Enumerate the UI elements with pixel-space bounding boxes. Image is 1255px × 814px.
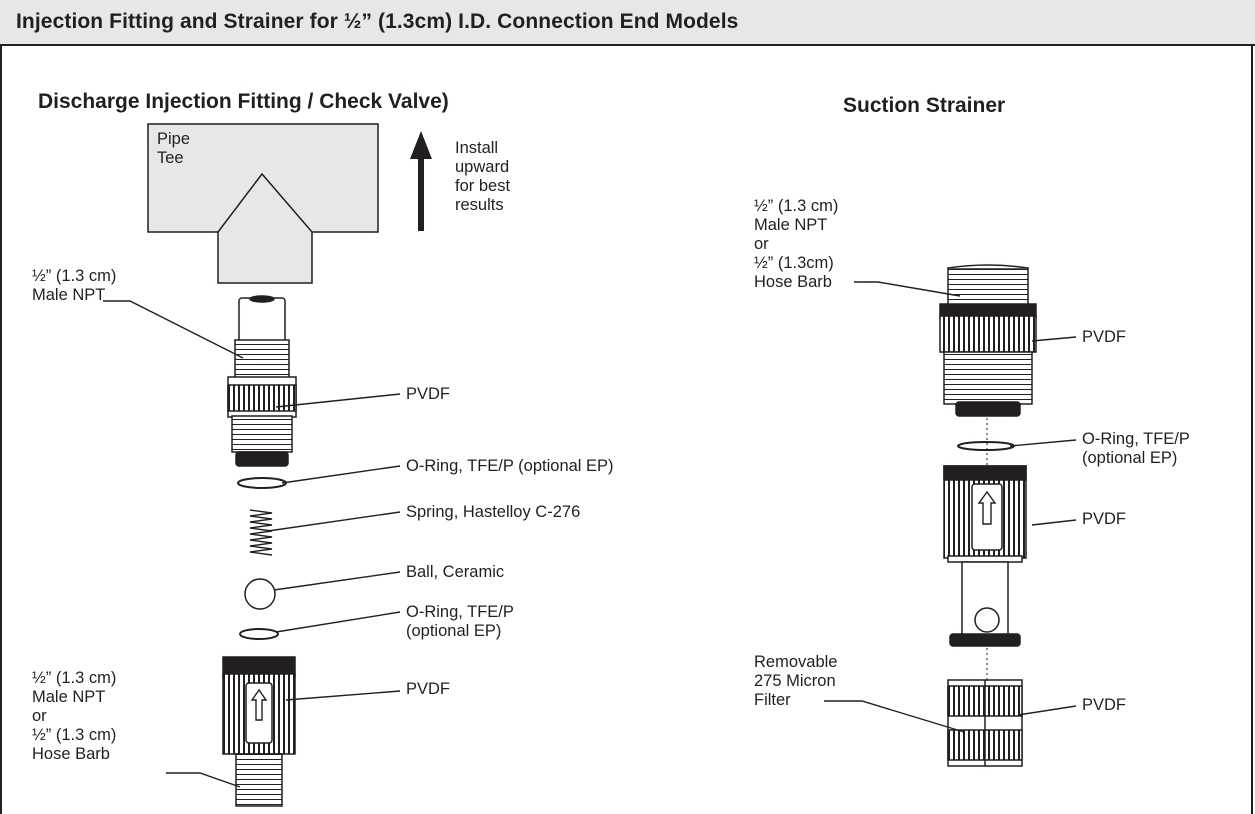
bottom-connection-label: ½” (1.3 cm) Male NPT or ½” (1.3 cm) Hose… xyxy=(32,669,117,763)
discharge-leader-lines xyxy=(103,300,401,788)
spring-label: Spring, Hastelloy C-276 xyxy=(406,503,581,521)
pipe-tee-label: Pipe Tee xyxy=(157,130,191,167)
o-ring-top-label: O-Ring, TFE/P (optional EP) xyxy=(406,457,614,475)
pipe-tee xyxy=(147,123,379,284)
pvdf-label-top: PVDF xyxy=(406,385,451,403)
discharge-section-title: Discharge Injection Fitting / Check Valv… xyxy=(38,90,449,113)
suction-section-title: Suction Strainer xyxy=(843,94,1006,117)
strainer-connection-label: ½” (1.3 cm) Male NPT or ½” (1.3cm) Hose … xyxy=(754,197,839,291)
filter-cage xyxy=(947,679,1023,767)
ball-label: Ball, Ceramic xyxy=(406,563,505,581)
upward-arrow-icon xyxy=(410,131,432,231)
strainer-o-ring-label: O-Ring, TFE/P (optional EP) xyxy=(1082,430,1190,467)
ceramic-ball xyxy=(244,578,276,610)
filter-label: Removable 275 Micron Filter xyxy=(754,653,838,709)
male-npt-label: ½” (1.3 cm) Male NPT xyxy=(32,267,117,304)
strainer-o-ring xyxy=(957,441,1015,451)
spring-icon xyxy=(249,509,273,556)
filter-stem xyxy=(949,561,1021,647)
suction-leader-lines xyxy=(824,281,1077,733)
page-title: Injection Fitting and Strainer for ½” (1… xyxy=(16,10,739,33)
bottom-connector-nut xyxy=(222,656,296,807)
strainer-pvdf-bottom-label: PVDF xyxy=(1082,696,1127,714)
strainer-pvdf-mid-label: PVDF xyxy=(1082,510,1127,528)
pvdf-label-bottom: PVDF xyxy=(406,680,451,698)
strainer-connector xyxy=(939,264,1037,417)
o-ring-top xyxy=(237,477,287,489)
header-bar: Injection Fitting and Strainer for ½” (1… xyxy=(0,0,1255,46)
injection-fitting-body xyxy=(227,295,297,467)
strainer-pvdf-top-label: PVDF xyxy=(1082,328,1127,346)
install-upward-note: Install upward for best results xyxy=(455,139,511,214)
o-ring-bottom xyxy=(239,628,279,640)
strainer-nut xyxy=(943,465,1027,563)
o-ring-bottom-label: O-Ring, TFE/P (optional EP) xyxy=(406,603,514,640)
